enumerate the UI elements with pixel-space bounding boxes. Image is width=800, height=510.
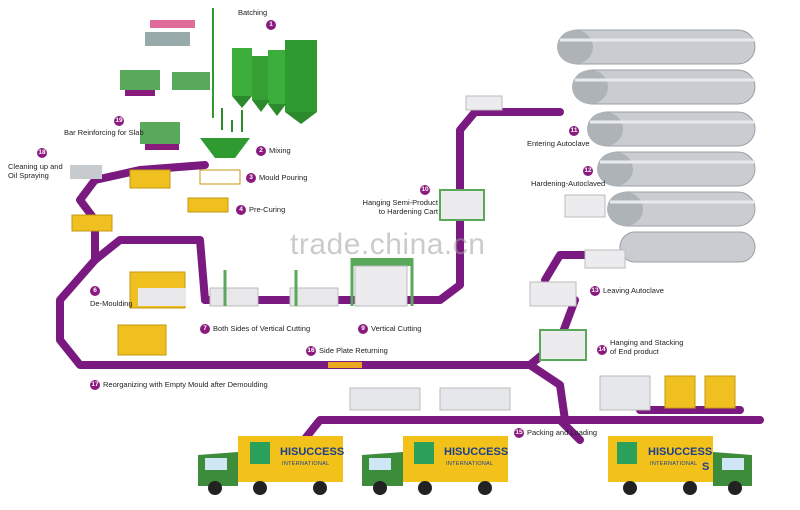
truck-3 <box>608 436 752 495</box>
step-19-number: 19 <box>114 116 127 127</box>
truck-3-sub: INTERNATIONAL <box>650 461 698 467</box>
step-16-badge: 16 <box>306 346 316 357</box>
step-9-text: Vertical Cutting <box>371 324 422 333</box>
step-10-number: 10 <box>420 185 433 196</box>
moulds <box>70 165 362 368</box>
step-14-text: Hanging and Stacking of End product <box>610 338 684 356</box>
step-13-badge: 13 <box>590 286 600 297</box>
truck-2-sub: INTERNATIONAL <box>446 461 494 467</box>
step-19-label: Bar Reinforcing for Slab <box>64 128 144 137</box>
step-10-badge: 10 <box>420 185 430 196</box>
step-19-badge: 19 <box>114 116 124 127</box>
truck-1 <box>198 436 343 495</box>
step-11-number: 11 <box>569 126 582 137</box>
step-11-label: Entering Autoclave <box>527 139 590 148</box>
step-17-badge: 17 <box>90 380 100 391</box>
step-1-label: Batching <box>238 8 267 17</box>
step-18-text: Cleaning up and Oil Spraying <box>8 162 63 180</box>
step-7-text: Both Sides of Vertical Cutting <box>213 324 311 333</box>
step-10-text: Hanging Semi-Product to Hardening Cart <box>362 198 438 216</box>
step-14-label: Hanging and Stacking of End product <box>610 338 690 356</box>
step-12-label: Hardening-Autoclaved <box>531 179 605 188</box>
step-15-text: Packing and Loading <box>527 428 598 437</box>
step-12-number: 12 <box>583 166 596 177</box>
step-11-badge: 11 <box>569 126 579 137</box>
step-15-badge: 15 <box>514 428 524 439</box>
truck-2-brand: HISUCCESS <box>444 446 509 458</box>
step-19-text: Bar Reinforcing for Slab <box>64 128 144 137</box>
truck-3-extra: S <box>702 461 710 473</box>
step-6-label: 6 <box>90 286 103 297</box>
step-12-text: Hardening-Autoclaved <box>531 179 606 188</box>
step-18-label: Cleaning up and Oil Spraying <box>8 162 66 180</box>
step-4-text: Pre-Curing <box>249 205 286 214</box>
bar-reinforcing-equipment <box>120 20 210 150</box>
step-3-text: Mould Pouring <box>259 173 308 182</box>
step-14-number: 14 <box>597 345 610 356</box>
truck-2 <box>362 436 508 495</box>
step-4-badge: 4 <box>236 205 246 216</box>
step-18-badge: 18 <box>37 148 47 159</box>
truck-1-brand: HISUCCESS <box>280 446 345 458</box>
truck-3-brand: HISUCCESS <box>648 446 713 458</box>
step-12-badge: 12 <box>583 166 593 177</box>
truck-1-sub: INTERNATIONAL <box>282 461 330 467</box>
watermark: trade.china.cn <box>290 228 486 261</box>
step-9-badge: 9 <box>358 324 368 335</box>
step-14-badge: 14 <box>597 345 607 356</box>
step-18-number: 18 <box>37 148 50 159</box>
packing-stacks <box>349 375 736 411</box>
step-6-badge: 6 <box>90 286 100 297</box>
step-3-badge: 3 <box>246 173 256 184</box>
step-6-text: De-Moulding <box>90 299 133 308</box>
autoclave-group <box>557 29 756 263</box>
step-11-text: Entering Autoclave <box>527 139 590 148</box>
step-17-text: Reorganizing with Empty Mould after Demo… <box>103 380 268 389</box>
step-10-label: Hanging Semi-Product to Hardening Cart <box>360 198 438 216</box>
step-1-badge: 1 <box>266 20 276 31</box>
step-7-badge: 7 <box>200 324 210 335</box>
step-2-text: Mixing <box>269 146 291 155</box>
batching-silos <box>200 8 317 158</box>
step-2-badge: 2 <box>256 146 266 157</box>
cutting-machines <box>209 95 626 361</box>
step-6-text-wrap: De-Moulding <box>90 299 133 308</box>
step-1-label-text: Batching <box>238 8 268 17</box>
step-1-number: 1 <box>266 20 279 31</box>
step-13-text: Leaving Autoclave <box>603 286 664 295</box>
step-16-text: Side Plate Returning <box>319 346 388 355</box>
